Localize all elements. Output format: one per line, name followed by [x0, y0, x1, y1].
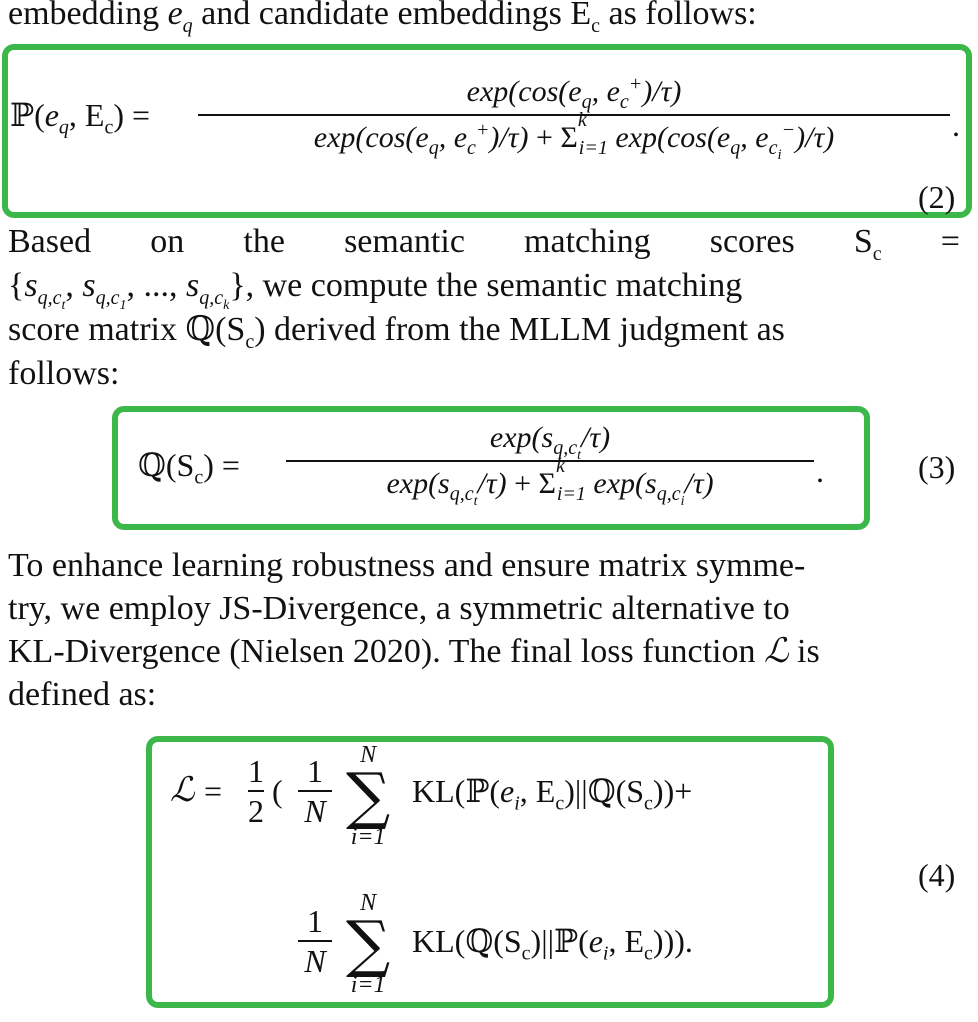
- equation-4-sum-1: N∑i=1: [346, 742, 391, 850]
- equation-3-lhs: ℚ(Sc) =: [138, 447, 240, 489]
- text-line-1: embedding eq and candidate embeddings Ec…: [8, 0, 757, 37]
- text-line-7: try, we employ JS-Divergence, a symmetri…: [8, 590, 790, 627]
- text-line-4: score matrix ℚ(Sc) derived from the MLLM…: [8, 311, 785, 353]
- equation-2-denominator: exp(cos(eq, ec+)/τ) + Σki=1 exp(cos(eq, …: [313, 109, 835, 163]
- equation-4-line-1-rest: KL(ℙ(ei, Ec)||ℚ(Sc))+: [412, 773, 693, 815]
- equation-2-fraction: exp(cos(eq, ec+)/τ) exp(cos(eq, ec+)/τ) …: [198, 73, 950, 163]
- equation-3-fraction: exp(sq,ct/τ) exp(sq,ct/τ) + Σki=1 exp(sq…: [286, 420, 814, 509]
- equation-2-period: .: [952, 107, 960, 143]
- text-line-5: follows:: [8, 355, 120, 392]
- equation-3-numerator: exp(sq,ct/τ): [489, 421, 611, 463]
- equation-3-period: .: [816, 453, 824, 489]
- text-line-9: defined as:: [8, 676, 157, 713]
- text-line-6: To enhance learning robustness and ensur…: [8, 547, 806, 584]
- text-line-2: Based on the semantic matching scores Sc…: [8, 223, 960, 265]
- equation-4-sum-2: N∑i=1: [346, 890, 391, 998]
- equation-2-highlight-box: [2, 44, 972, 218]
- equation-3-highlight-box: [112, 406, 870, 530]
- equation-4-loss-symbol: ℒ: [170, 772, 195, 809]
- equation-3-number: (3): [918, 449, 956, 485]
- equation-4-equals: =: [204, 773, 223, 809]
- equation-4-highlight-box: [146, 736, 834, 1008]
- equation-4-number: (4): [918, 857, 956, 893]
- equation-4-line-2-rest: KL(ℚ(Sc)||ℙ(ei, Ec))).: [412, 923, 693, 965]
- equation-3-denominator: exp(sq,ct/τ) + Σki=1 exp(sq,ci/τ): [386, 455, 714, 509]
- equation-3-fraction-bar: [286, 460, 814, 462]
- equation-2-numerator: exp(cos(eq, ec+)/τ): [466, 73, 682, 113]
- text-line-8: KL-Divergence (Nielsen 2020). The final …: [8, 633, 820, 670]
- equation-4-open-paren: (: [272, 773, 283, 809]
- text-line-3: {sq,ct, sq,c1, ..., sq,ck}, we compute t…: [8, 267, 743, 313]
- equation-2-lhs: ℙ(eq, Ec) =: [10, 97, 151, 139]
- equation-2-fraction-bar: [198, 114, 950, 116]
- equation-2-number: (2): [918, 179, 956, 215]
